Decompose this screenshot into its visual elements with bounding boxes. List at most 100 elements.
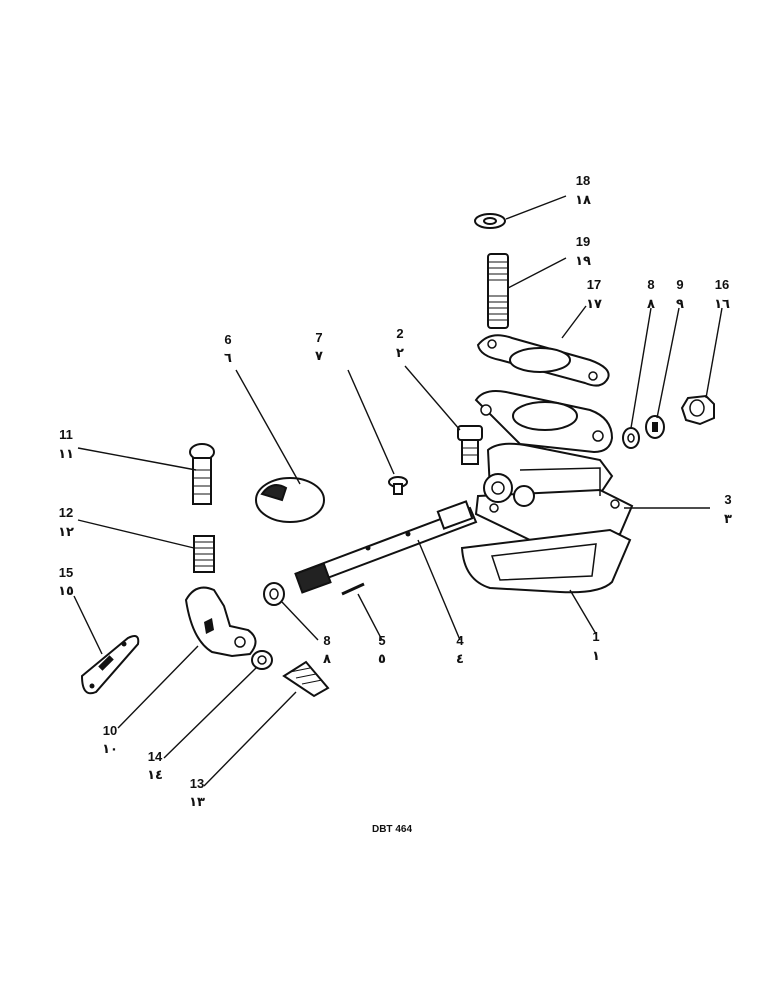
svg-text:١٥: ١٥ [58,584,74,599]
svg-text:٧: ٧ [315,349,323,364]
diagram-reference-code: DBT 464 [372,824,412,835]
callout-18: 18 ١٨ [575,173,591,208]
part-14-nut [251,650,273,670]
svg-text:17: 17 [587,277,601,292]
svg-text:12: 12 [59,505,73,520]
leader-10 [117,645,199,729]
callout-17: 17 ١٧ [586,277,602,312]
part-18-washer [474,213,506,229]
part-11-screw [189,443,215,505]
callout-19: 19 ١٩ [575,234,591,269]
part-8-washer-right [622,427,640,449]
svg-text:٣: ٣ [724,512,732,527]
svg-text:2: 2 [396,326,403,341]
leader-8b [281,601,319,641]
svg-text:٨: ٨ [323,652,331,667]
part-8-washer-left [263,582,285,606]
leader-17 [561,305,587,339]
part-1-base-gasket [460,528,632,594]
svg-text:١٧: ١٧ [586,297,602,312]
part-12-spring [193,535,215,573]
leader-12 [77,519,195,549]
part-7-small-screw [388,476,408,495]
svg-text:16: 16 [715,277,729,292]
callout-2: 2 ٢ [396,326,404,361]
callout-12: 12 ١٢ [58,505,74,540]
svg-text:19: 19 [576,234,590,249]
svg-text:٢: ٢ [396,346,404,361]
part-9-lock-washer [645,415,665,439]
svg-text:15: 15 [59,565,73,580]
svg-text:4: 4 [456,633,464,648]
svg-text:9: 9 [676,277,683,292]
callout-11: 11 ١١ [58,427,74,462]
svg-text:١٠: ١٠ [102,742,118,757]
part-13-grub-screw [282,660,330,698]
callout-8-right: 8 ٨ [647,277,655,312]
svg-text:8: 8 [323,633,330,648]
svg-text:١٩: ١٩ [575,254,591,269]
leader-5 [357,593,383,641]
part-19-stud [487,253,509,329]
callout-9: 9 ٩ [676,277,684,312]
leader-7 [347,369,395,475]
part-4-shaft [294,500,478,594]
svg-text:7: 7 [315,330,322,345]
callout-7: 7 ٧ [315,330,323,364]
callout-6: 6 ٦ [224,332,232,366]
svg-text:٨: ٨ [647,297,655,312]
callout-4: 4 ٤ [456,633,464,667]
leader-11 [77,447,197,471]
callout-1: 1 ١ [592,629,600,664]
leader-1 [569,589,597,635]
leader-8a [630,307,652,429]
part-2-bolt [457,425,483,465]
svg-text:١٣: ١٣ [189,795,205,810]
part-17-flange-gasket [476,334,610,387]
leader-9 [656,307,680,419]
leader-18 [505,195,567,220]
part-6-cover-plate [255,477,325,523]
callout-3: 3 ٣ [724,492,732,527]
leader-14 [163,667,257,759]
svg-text:١٢: ١٢ [58,525,74,540]
svg-text:١٨: ١٨ [575,193,591,208]
part-5-pin [341,582,365,596]
svg-text:8: 8 [647,277,654,292]
leader-lines [73,195,723,787]
leader-6 [235,369,301,485]
svg-text:٥: ٥ [378,652,386,667]
svg-text:10: 10 [103,723,117,738]
callout-10: 10 ١٠ [102,723,118,757]
svg-text:5: 5 [378,633,385,648]
svg-text:٤: ٤ [456,652,464,667]
svg-text:6: 6 [224,332,231,347]
leader-16 [705,307,723,399]
svg-text:١٤: ١٤ [147,768,163,783]
svg-text:1: 1 [592,629,599,644]
svg-text:18: 18 [576,173,590,188]
part-16-nut [680,394,715,426]
leader-13 [203,691,297,787]
svg-text:3: 3 [724,492,731,507]
callout-8-left: 8 ٨ [323,633,331,667]
svg-text:٩: ٩ [676,297,684,312]
svg-text:13: 13 [190,776,204,791]
svg-text:١١: ١١ [58,447,74,462]
leader-19 [507,257,567,289]
callout-14: 14 ١٤ [147,749,163,783]
callout-5: 5 ٥ [378,633,386,667]
part-15-link-plate [80,635,140,695]
leader-15 [73,595,103,655]
svg-text:١٦: ١٦ [714,297,730,312]
svg-text:١: ١ [592,649,600,664]
leader-4 [417,539,461,641]
callout-16: 16 ١٦ [714,277,730,312]
callout-13: 13 ١٣ [189,776,205,810]
part-main-body [474,390,634,542]
svg-text:14: 14 [148,749,163,764]
part-10-lever [184,586,257,658]
svg-text:٦: ٦ [224,351,232,366]
leader-2 [404,365,461,431]
